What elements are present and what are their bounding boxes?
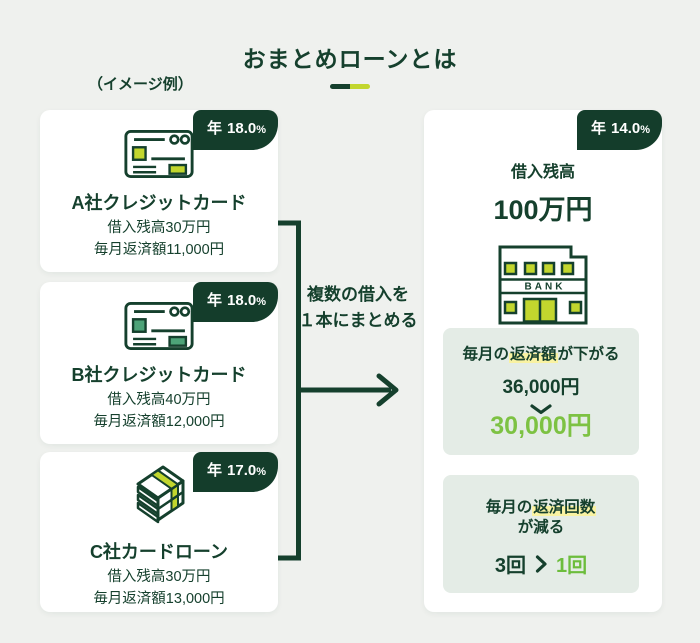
title-divider bbox=[330, 84, 370, 89]
consolidation-arrow bbox=[278, 220, 399, 561]
after-amount: 30,000円 bbox=[490, 412, 592, 441]
rate-prefix: 年 bbox=[207, 462, 223, 479]
rate-value: 18.0 bbox=[227, 120, 257, 137]
money-stack-icon bbox=[136, 465, 185, 524]
benefit-box-payment: 毎月の返済額が下がる 36,000円 30,000円 bbox=[443, 328, 639, 455]
rate-unit: % bbox=[256, 466, 266, 478]
rate-prefix: 年 bbox=[207, 120, 223, 137]
loan-name: B社クレジットカード bbox=[71, 365, 247, 385]
rate-value: 14.0 bbox=[611, 120, 641, 137]
rate-unit: % bbox=[256, 124, 266, 136]
loan-name: C社カードローン bbox=[89, 542, 229, 562]
credit-card-icon bbox=[124, 130, 194, 178]
loan-payment: 毎月返済額11,000円 bbox=[93, 242, 225, 259]
rate-unit: % bbox=[256, 296, 266, 308]
rate-prefix: 年 bbox=[207, 292, 223, 309]
benefit-title: 毎月の返済額が下がる bbox=[462, 346, 620, 363]
chevron-right-icon bbox=[535, 555, 547, 573]
loan-balance: 借入残高30万円 bbox=[107, 569, 211, 585]
highlighted-term: 返済額 bbox=[508, 346, 558, 363]
rate-value: 18.0 bbox=[227, 292, 257, 309]
balance-value: 100万円 bbox=[493, 195, 593, 225]
benefit-title: 毎月の返済回数 が減る bbox=[443, 498, 639, 538]
loan-name: A社クレジットカード bbox=[71, 193, 247, 213]
example-label: （イメージ例） bbox=[88, 76, 193, 93]
bank-icon: BANK bbox=[498, 245, 588, 325]
balance-label: 借入残高 bbox=[510, 164, 575, 181]
before-amount: 36,000円 bbox=[502, 377, 580, 399]
before-count: 3回 bbox=[494, 555, 526, 578]
loan-balance: 借入残高30万円 bbox=[107, 220, 211, 236]
rate-value: 17.0 bbox=[227, 462, 257, 479]
page-title: おまとめローンとは bbox=[242, 46, 458, 72]
consolidation-label-line2: １本にまとめる bbox=[298, 311, 418, 330]
rate-unit: % bbox=[640, 124, 650, 136]
credit-card-icon bbox=[124, 302, 194, 350]
after-count: 1回 bbox=[556, 555, 588, 578]
bank-sign-text: BANK bbox=[525, 282, 566, 293]
benefit-title-line2: が減る bbox=[517, 519, 565, 537]
benefit-box-count: 毎月の返済回数 が減る 3回 1回 bbox=[443, 475, 639, 593]
highlighted-term: 返済回数 bbox=[532, 499, 597, 516]
rate-prefix: 年 bbox=[591, 120, 607, 137]
loan-payment: 毎月返済額12,000円 bbox=[93, 414, 225, 431]
chevron-down-icon bbox=[530, 404, 552, 415]
consolidation-label: 複数の借入を １本にまとめる bbox=[290, 282, 426, 334]
loan-payment: 毎月返済額13,000円 bbox=[93, 591, 225, 608]
loan-balance: 借入残高40万円 bbox=[107, 392, 211, 408]
consolidation-label-line1: 複数の借入を bbox=[307, 285, 409, 304]
